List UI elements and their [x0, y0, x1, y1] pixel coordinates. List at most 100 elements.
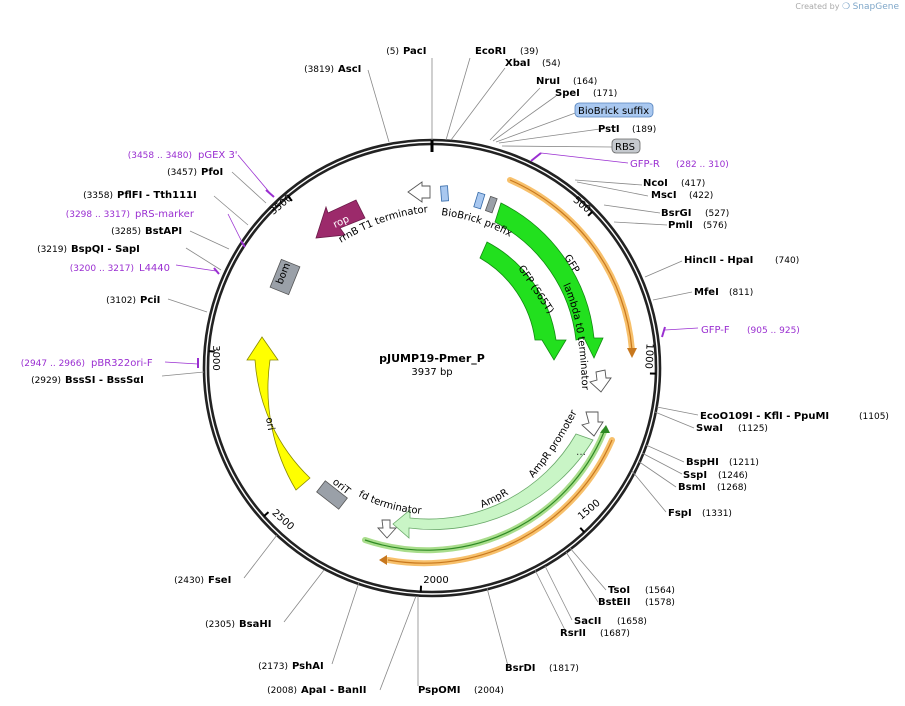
site-bsteii: BstEII (1578)	[598, 597, 675, 608]
site-pspomi-name: PspOMI	[418, 685, 460, 696]
site-bspqi-sapi: (3219) BspQI - SapI	[37, 244, 140, 255]
biobrick-prefix-feature	[440, 185, 449, 202]
tick-3500	[287, 195, 293, 202]
site-pmli-name: PmlI	[668, 220, 693, 231]
restriction-site-labels: (5) PacI EcoRI (39) XbaI (54) NruI (164)…	[31, 46, 889, 696]
site-bstapi-pos: (3285)	[111, 227, 141, 237]
site-bspqi-sapi-name: BspQI - SapI	[71, 244, 140, 255]
leader-mfei	[652, 291, 693, 301]
primer-gfp-r-name: GFP-R	[630, 159, 660, 170]
leader-bsmi	[637, 460, 677, 488]
site-apai-name: ApaI - BanII	[301, 685, 366, 696]
tick-label-2000: 2000	[423, 575, 448, 586]
bom-feature	[269, 258, 301, 296]
primer-pgex3: (3458 .. 3480) pGEX 3'	[128, 150, 238, 161]
leader-msci	[576, 181, 649, 197]
site-bsssi-pos: (2929)	[31, 376, 61, 386]
site-apai: (2008) ApaI - BanII	[267, 685, 366, 696]
site-asci-name: AscI	[338, 64, 361, 75]
amprprom-band-orange-arrow	[387, 439, 613, 564]
tick-label-2500: 2500	[270, 508, 296, 533]
site-pshai: (2173) PshAI	[258, 661, 324, 672]
leader-pcii	[167, 298, 208, 313]
biobrick-suffix-label: BioBrick suffix	[578, 106, 649, 117]
primer-pbr322ori-f-name: pBR322ori-F	[91, 358, 153, 369]
site-bsphi-name: BspHI	[686, 457, 719, 468]
site-ncoi: NcoI (417)	[643, 178, 705, 189]
site-bsteii-pos: (1578)	[645, 598, 675, 608]
site-pflfi-pos: (3358)	[83, 191, 113, 201]
primer-leader-prs-marker	[227, 213, 244, 245]
site-pcii-pos: (3102)	[106, 296, 136, 306]
site-hincii-hpai-pos: (740)	[775, 256, 799, 266]
site-ncoi-name: NcoI	[643, 178, 668, 189]
site-nrui: NruI (164)	[536, 76, 597, 87]
site-spei-name: SpeI	[555, 88, 580, 99]
leader-sacii	[544, 565, 573, 621]
leader-bsteii	[565, 551, 599, 603]
site-fsei-name: FseI	[208, 575, 231, 586]
primer-prs-marker-range: (3298 .. 3317)	[66, 210, 130, 220]
leader-pshai	[331, 581, 360, 665]
primer-pgex3-range: (3458 .. 3480)	[128, 151, 192, 161]
ampr-feature	[392, 433, 594, 539]
site-pspomi-pos: (2004)	[474, 686, 504, 696]
site-bspqi-sapi-pos: (3219)	[37, 245, 67, 255]
plasmid-center-label: pJUMP19-Pmer_P 3937 bp	[379, 352, 485, 378]
site-pflfi: (3358) PflFI - Tth111I	[83, 190, 197, 201]
primer-marker-gfp-r	[530, 152, 542, 162]
ori-label: ori	[263, 417, 276, 432]
tick-2500	[263, 511, 270, 517]
tick-label-1000: 1000	[642, 343, 654, 369]
leader-biobrick-suffix	[495, 111, 579, 143]
site-pfoi-name: PfoI	[201, 167, 223, 178]
site-sacii-name: SacII	[574, 616, 601, 627]
primer-labels: GFP-R (282 .. 310) GFP-F (905 .. 925) (2…	[21, 150, 800, 369]
site-xbai-name: XbaI	[505, 58, 530, 69]
primer-prs-marker: (3298 .. 3317) pRS-marker	[66, 209, 195, 220]
site-sspi-pos: (1246)	[718, 471, 748, 481]
leader-bsahi	[283, 569, 325, 623]
site-bsphi: BspHI (1211)	[686, 457, 759, 468]
site-msci: MscI (422)	[651, 190, 713, 201]
primer-gfp-f-name: GFP-F	[701, 325, 730, 336]
site-sacii: SacII (1658)	[574, 616, 647, 627]
rop-feature	[315, 199, 366, 239]
leader-bsphi	[645, 444, 685, 463]
site-pflfi-name: PflFI - Tth111I	[117, 190, 197, 201]
leader-bsrdi	[486, 587, 509, 667]
site-bsteii-name: BstEII	[598, 597, 631, 608]
primer-leader-l4440	[175, 264, 217, 272]
primer-pbr322ori-f-range: (2947 .. 2966)	[21, 359, 85, 369]
site-swai-pos: (1125)	[738, 424, 768, 434]
leader-fspi	[631, 470, 667, 513]
leader-rbs	[501, 145, 613, 148]
leader-pfoi	[231, 171, 267, 204]
site-ecori-name: EcoRI	[475, 46, 506, 57]
site-spei: SpeI (171)	[555, 88, 617, 99]
site-nrui-pos: (164)	[573, 77, 597, 87]
site-bsahi: (2305) BsaHI	[205, 619, 271, 630]
site-fspi: FspI (1331)	[668, 508, 732, 519]
site-rsrii: RsrII (1687)	[560, 628, 630, 639]
site-msci-pos: (422)	[689, 191, 713, 201]
orit-feature	[316, 480, 348, 510]
site-swai-name: SwaI	[696, 423, 723, 434]
site-mfei-name: MfeI	[694, 287, 719, 298]
site-rsrii-name: RsrII	[560, 628, 586, 639]
site-fsei: (2430) FseI	[174, 575, 231, 586]
leader-apai	[379, 595, 417, 691]
primer-leader-gfp-f	[664, 327, 699, 331]
site-hincii-hpai-name: HincII - HpaI	[684, 255, 753, 266]
site-pmli-pos: (576)	[703, 221, 727, 231]
leader-tsoi	[569, 547, 607, 591]
lambda-t0-terminator-feature	[589, 369, 612, 393]
primer-marker-gfp-f	[661, 326, 666, 338]
gfp-feature	[494, 202, 604, 359]
site-hincii-hpai: HincII - HpaI (740)	[684, 255, 799, 266]
site-apai-pos: (2008)	[267, 686, 297, 696]
fd-terminator-feature	[376, 519, 398, 539]
site-bsrgi: BsrGI (527)	[661, 208, 729, 219]
site-bsrdi-name: BsrDI	[505, 663, 536, 674]
leader-xbai	[450, 67, 506, 141]
